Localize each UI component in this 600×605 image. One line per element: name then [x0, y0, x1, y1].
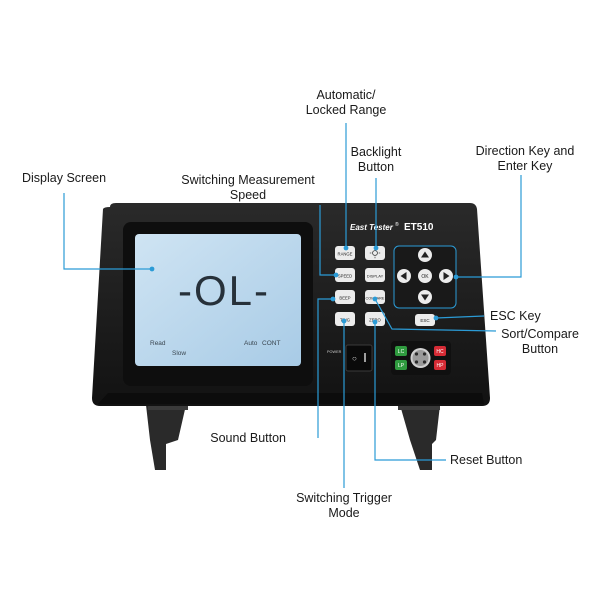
callout-sort-compare-line2: Button	[521, 342, 559, 356]
terminal-lp: LP	[395, 360, 407, 370]
leader-esc-key	[435, 315, 485, 319]
leader-lines	[63, 123, 522, 488]
up-arrow-icon	[421, 251, 429, 258]
display-button[interactable]: DISPLAY	[365, 268, 385, 282]
lcd-reading: -OL-	[178, 267, 270, 314]
display-screen: -OL- Read Slow Auto CONT	[135, 234, 301, 366]
terminal-hc: HC	[434, 346, 446, 356]
callout-automatic-range: Automatic/ Locked Range	[286, 88, 406, 118]
callout-direction-keys-line1: Direction Key and	[475, 144, 575, 158]
svg-text:LP: LP	[398, 363, 405, 369]
left-arrow-icon	[400, 272, 407, 280]
esc-button[interactable]: ESC	[415, 314, 435, 326]
direction-pad: OK	[393, 245, 457, 309]
test-terminals: LC LP HC HP	[391, 341, 451, 375]
callout-sound-button: Sound Button	[194, 431, 286, 446]
display-button-label: DISPLAY	[367, 274, 384, 279]
power-switch[interactable]: POWER ○	[327, 344, 373, 372]
callout-sound-button-line1: Sound Button	[210, 431, 286, 445]
leader-dot-switching-speed	[333, 272, 339, 278]
down-arrow-button[interactable]	[418, 290, 432, 304]
speed-button[interactable]: SPEED	[335, 268, 355, 282]
connector-socket	[410, 348, 431, 368]
beep-button[interactable]: BEEP	[335, 290, 355, 304]
callout-automatic-range-line1: Automatic/	[316, 88, 376, 102]
leader-dot-sort-compare	[372, 296, 378, 302]
right-arrow-icon	[443, 272, 450, 280]
callout-direction-keys: Direction Key and Enter Key	[466, 144, 584, 174]
callout-display-screen: Display Screen	[22, 171, 106, 186]
left-arrow-button[interactable]	[397, 269, 411, 283]
callout-esc-key: ESC Key	[490, 309, 541, 324]
ok-button-label: OK	[421, 274, 429, 280]
speed-button-label: SPEED	[338, 274, 352, 279]
brand-trademark: ®	[395, 221, 399, 228]
callout-switching-speed: Switching Measurement Speed	[170, 173, 326, 203]
callout-reset-button: Reset Button	[450, 453, 522, 468]
leader-dot-direction-keys	[453, 274, 459, 280]
leader-sort-compare	[374, 298, 497, 332]
callout-switching-speed-line2: Speed	[229, 188, 267, 202]
power-off-symbol: ○	[352, 354, 357, 363]
terminal-lc: LC	[395, 346, 407, 356]
esc-button-label: ESC	[420, 318, 430, 323]
range-button[interactable]: RANGE	[335, 246, 355, 260]
sun-icon	[372, 250, 378, 256]
svg-text:HP: HP	[437, 363, 445, 369]
backlight-button[interactable]	[365, 246, 385, 260]
callout-switching-speed-line1: Switching Measurement	[181, 173, 315, 187]
callout-backlight: Backlight Button	[336, 145, 416, 175]
leader-dot-display-screen	[149, 266, 155, 272]
terminal-hp: HP	[434, 360, 446, 370]
callout-sort-compare: Sort/Compare Button	[494, 327, 586, 357]
model-label: ET510	[404, 222, 434, 233]
right-arrow-button[interactable]	[439, 269, 453, 283]
leader-display-screen	[63, 193, 152, 270]
lcd-slow-indicator: Slow	[172, 350, 186, 357]
svg-text:HC: HC	[436, 349, 444, 355]
callout-automatic-range-line2: Locked Range	[305, 103, 387, 117]
lcd-cont-indicator: CONT	[262, 340, 280, 347]
lcd-auto-indicator: Auto	[244, 340, 258, 347]
callout-backlight-line2: Button	[357, 160, 395, 174]
leader-dot-reset-button	[372, 319, 378, 325]
callout-sort-compare-line1: Sort/Compare	[501, 327, 579, 341]
beep-button-label: BEEP	[339, 296, 350, 301]
leader-dot-backlight	[373, 245, 379, 251]
leader-reset-button	[374, 322, 446, 461]
power-label: POWER	[327, 350, 342, 354]
leader-direction-keys	[456, 175, 522, 278]
leader-dot-automatic-range	[343, 245, 349, 251]
callout-display-screen-line1: Display Screen	[22, 171, 107, 185]
brand-label: East Tester	[350, 223, 394, 232]
leader-dot-trigger-mode	[341, 318, 347, 324]
callout-trigger-mode: Switching Trigger Mode	[280, 491, 408, 521]
callout-reset-button-line1: Reset Button	[450, 453, 523, 467]
leader-dot-sound-button	[330, 296, 336, 302]
lcd-read-indicator: Read	[150, 340, 166, 347]
down-arrow-icon	[421, 294, 429, 301]
callout-trigger-mode-line1: Switching Trigger	[296, 491, 392, 505]
leader-dot-esc-key	[433, 315, 439, 321]
leader-sound-button	[317, 298, 333, 438]
svg-text:LC: LC	[398, 349, 405, 355]
callout-trigger-mode-line2: Mode	[328, 506, 360, 520]
range-button-label: RANGE	[338, 252, 353, 257]
ok-button[interactable]: OK	[418, 269, 432, 283]
up-arrow-button[interactable]	[418, 248, 432, 262]
callout-backlight-line1: Backlight	[350, 145, 402, 159]
callout-esc-key-line1: ESC Key	[490, 309, 541, 323]
callout-direction-keys-line2: Enter Key	[497, 159, 553, 173]
leader-switching-speed	[319, 205, 336, 276]
